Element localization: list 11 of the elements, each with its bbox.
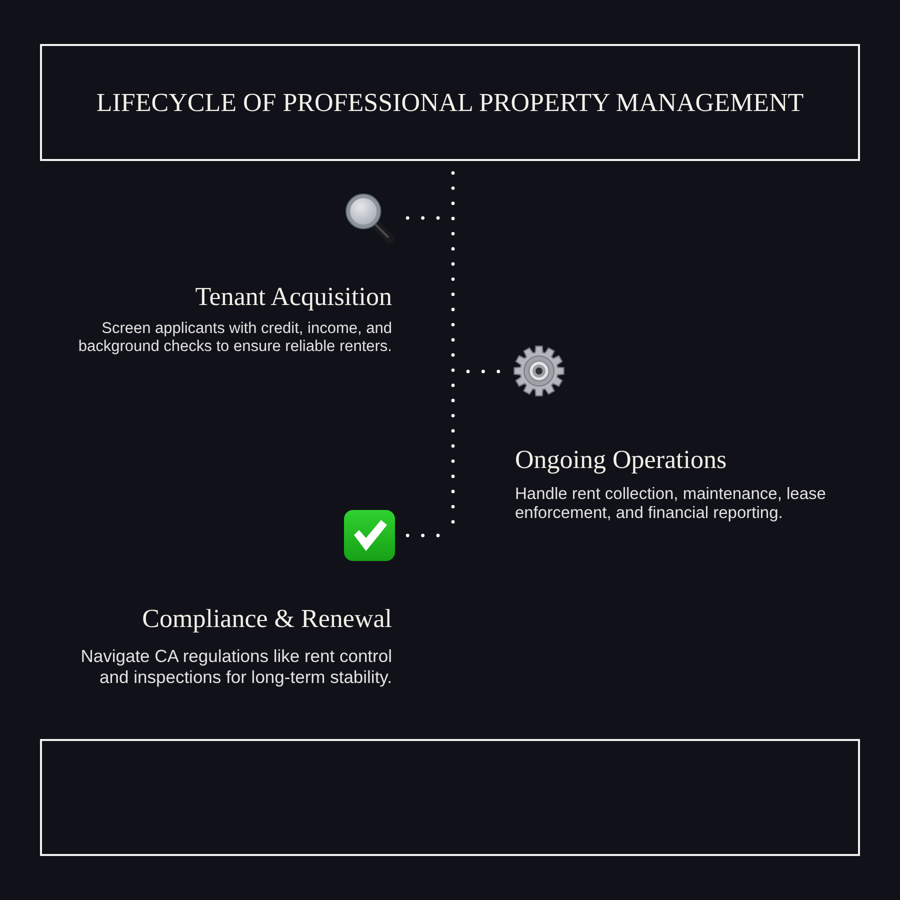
title-box xyxy=(40,44,860,161)
box-label: LIFECYCLE OF PROFESSIONAL PROPERTY MANAGEMENT xyxy=(96,88,804,118)
step-description: Handle rent collection, maintenance, lease enforcement, and financial reporting. xyxy=(515,485,827,523)
checkmark-icon xyxy=(343,509,396,562)
gear-icon xyxy=(513,345,566,398)
step-description: Navigate CA regulations like rent control and inspections for long-term stability. xyxy=(80,646,392,688)
step-heading: Tenant Acquisition xyxy=(195,281,392,313)
step-heading: Compliance & Renewal xyxy=(142,603,392,635)
step-heading: Ongoing Operations xyxy=(515,444,727,476)
step-description: Screen applicants with credit, income, and background checks to ensure reliable renters. xyxy=(77,320,392,356)
outlined-box xyxy=(40,739,860,856)
